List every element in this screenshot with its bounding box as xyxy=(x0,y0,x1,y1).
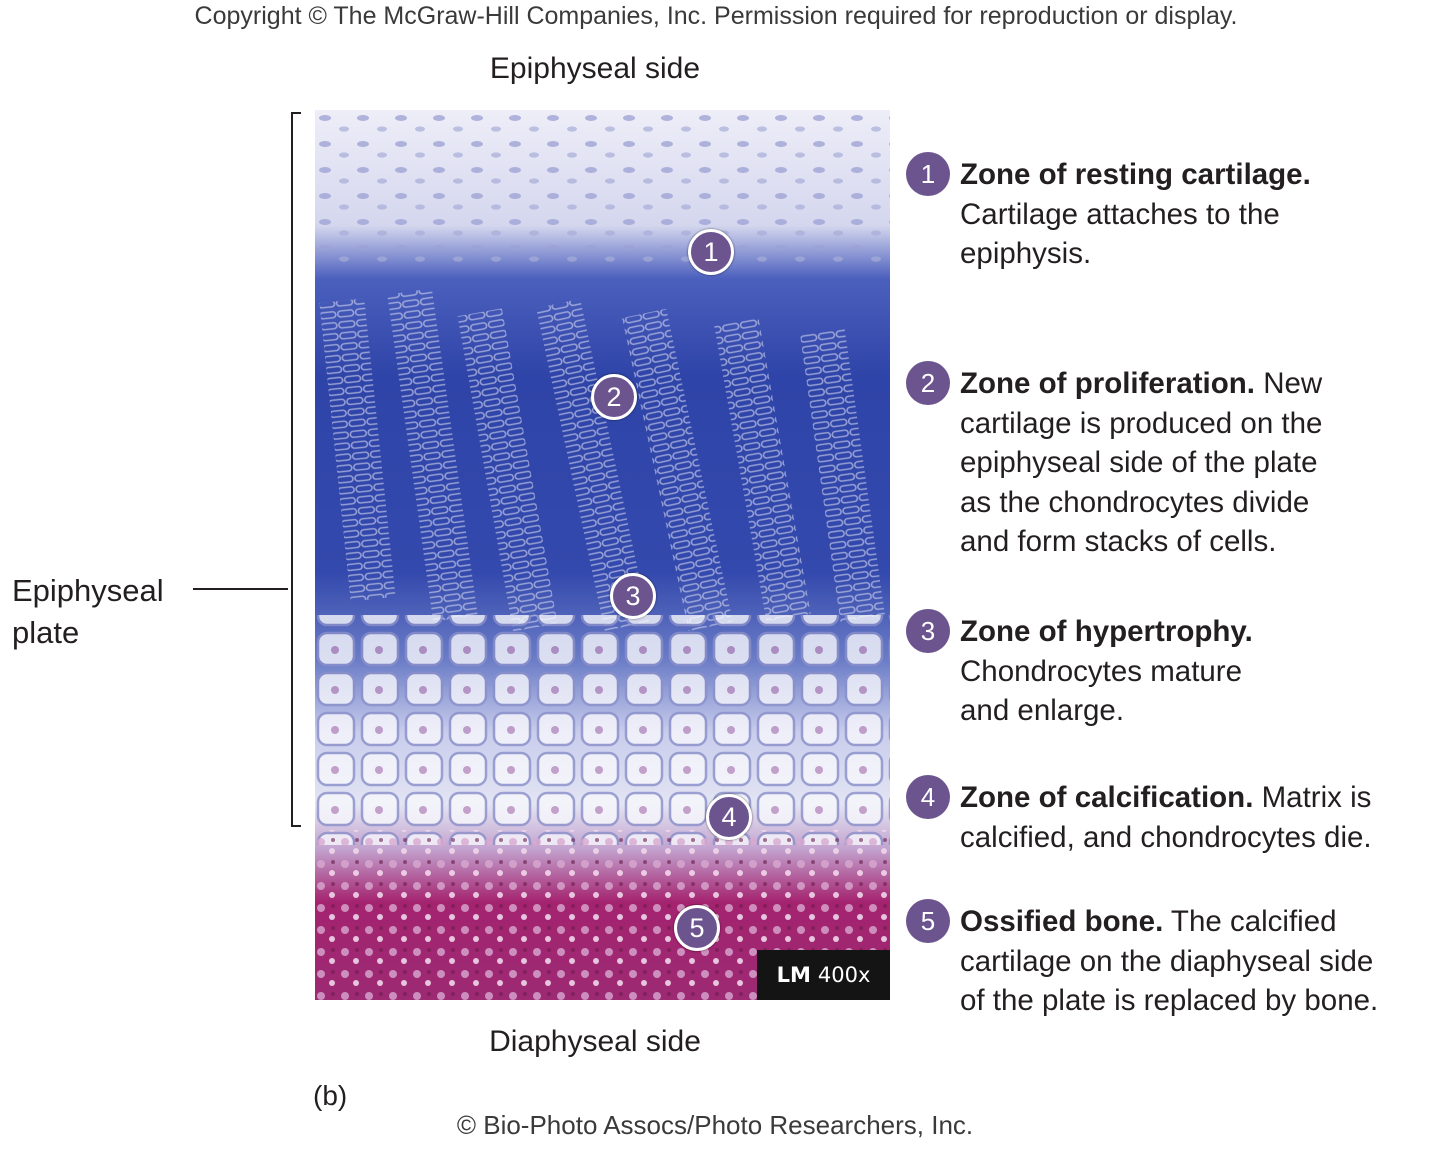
diaphyseal-side-label: Diaphyseal side xyxy=(489,1025,701,1058)
legend-number-3: 3 xyxy=(906,609,950,653)
legend-line: cartilage is produced on the xyxy=(960,406,1323,440)
legend-number-1: 1 xyxy=(906,152,950,196)
legend-item-hypertrophy: 3 Zone of hypertrophy. Chondrocytes matur… xyxy=(906,609,1440,731)
legend-title-4: Zone of calcification. xyxy=(960,781,1254,814)
legend-text-3: Zone of hypertrophy. Chondrocytes mature a… xyxy=(960,612,1440,731)
legend-line: epiphyseal side of the plate xyxy=(960,446,1318,479)
legend-item-resting-cartilage: 1 Zone of resting cartilage. Cartilage at… xyxy=(906,152,1440,274)
epiphyseal-plate-label: Epiphyseal plate xyxy=(12,570,192,654)
legend-text-2: Zone of proliferation. New cartilage is p… xyxy=(960,364,1440,562)
plate-label-line-2: plate xyxy=(12,615,80,650)
legend-text-4: Zone of calcification. Matrix is calcifie… xyxy=(960,778,1440,857)
legend-line: Matrix is xyxy=(1253,781,1372,814)
legend-title-1: Zone of resting cartilage. xyxy=(960,158,1311,191)
photo-credit: © Bio-Photo Assocs/Photo Researchers, In… xyxy=(456,1110,974,1140)
copyright-notice: Copyright © The McGraw-Hill Companies, I… xyxy=(194,2,1238,30)
legend-text-5: Ossified bone. The calcified cartilage on… xyxy=(960,902,1440,1021)
magnification-prefix: LM xyxy=(776,963,811,987)
zone-marker-3: 3 xyxy=(610,573,656,619)
zone-marker-5: 5 xyxy=(674,905,720,951)
plate-label-line-1: Epiphyseal xyxy=(12,573,164,608)
legend-line: New xyxy=(1255,367,1323,400)
legend-line: of the plate is replaced by bone. xyxy=(960,984,1379,1017)
legend-number-4: 4 xyxy=(906,775,950,819)
legend-line: calcified, and chondrocytes die. xyxy=(960,820,1372,854)
legend-line: cartilage on the diaphyseal side xyxy=(960,944,1374,978)
figure-part-label: (b) xyxy=(313,1080,348,1111)
legend-title-3: Zone of hypertrophy. xyxy=(960,615,1253,648)
legend-title-2: Zone of proliferation. xyxy=(960,367,1255,400)
legend-text-1: Zone of resting cartilage. Cartilage atta… xyxy=(960,155,1440,274)
legend-line: as the chondrocytes divide xyxy=(960,485,1310,519)
growth-plate-micrograph xyxy=(315,110,890,1000)
legend-line: Chondrocytes mature xyxy=(960,654,1243,688)
epiphyseal-plate-bracket xyxy=(291,112,301,827)
epiphyseal-side-label: Epiphyseal side xyxy=(489,52,701,85)
legend-item-calcification: 4 Zone of calcification. Matrix is calcif… xyxy=(906,775,1440,857)
legend-item-ossified-bone: 5 Ossified bone. The calcified cartilage … xyxy=(906,899,1440,1021)
legend-line: and enlarge. xyxy=(960,694,1125,727)
zone-marker-2: 2 xyxy=(591,374,637,420)
zone-marker-1: 1 xyxy=(688,229,734,275)
legend-number-5: 5 xyxy=(906,899,950,943)
legend-line: epiphysis. xyxy=(960,237,1092,270)
legend-line: Cartilage attaches to the xyxy=(960,197,1280,231)
legend-number-2: 2 xyxy=(906,361,950,405)
zone-marker-4: 4 xyxy=(706,794,752,840)
legend-line: The calcified xyxy=(1163,905,1337,938)
magnification-value: 400x xyxy=(817,963,871,987)
legend-line: and form stacks of cells. xyxy=(960,525,1277,558)
magnification-badge: LM 400x xyxy=(757,950,890,1000)
plate-leader-line xyxy=(193,588,288,590)
legend-item-proliferation: 2 Zone of proliferation. New cartilage is… xyxy=(906,361,1440,562)
legend-title-5: Ossified bone. xyxy=(960,905,1164,938)
